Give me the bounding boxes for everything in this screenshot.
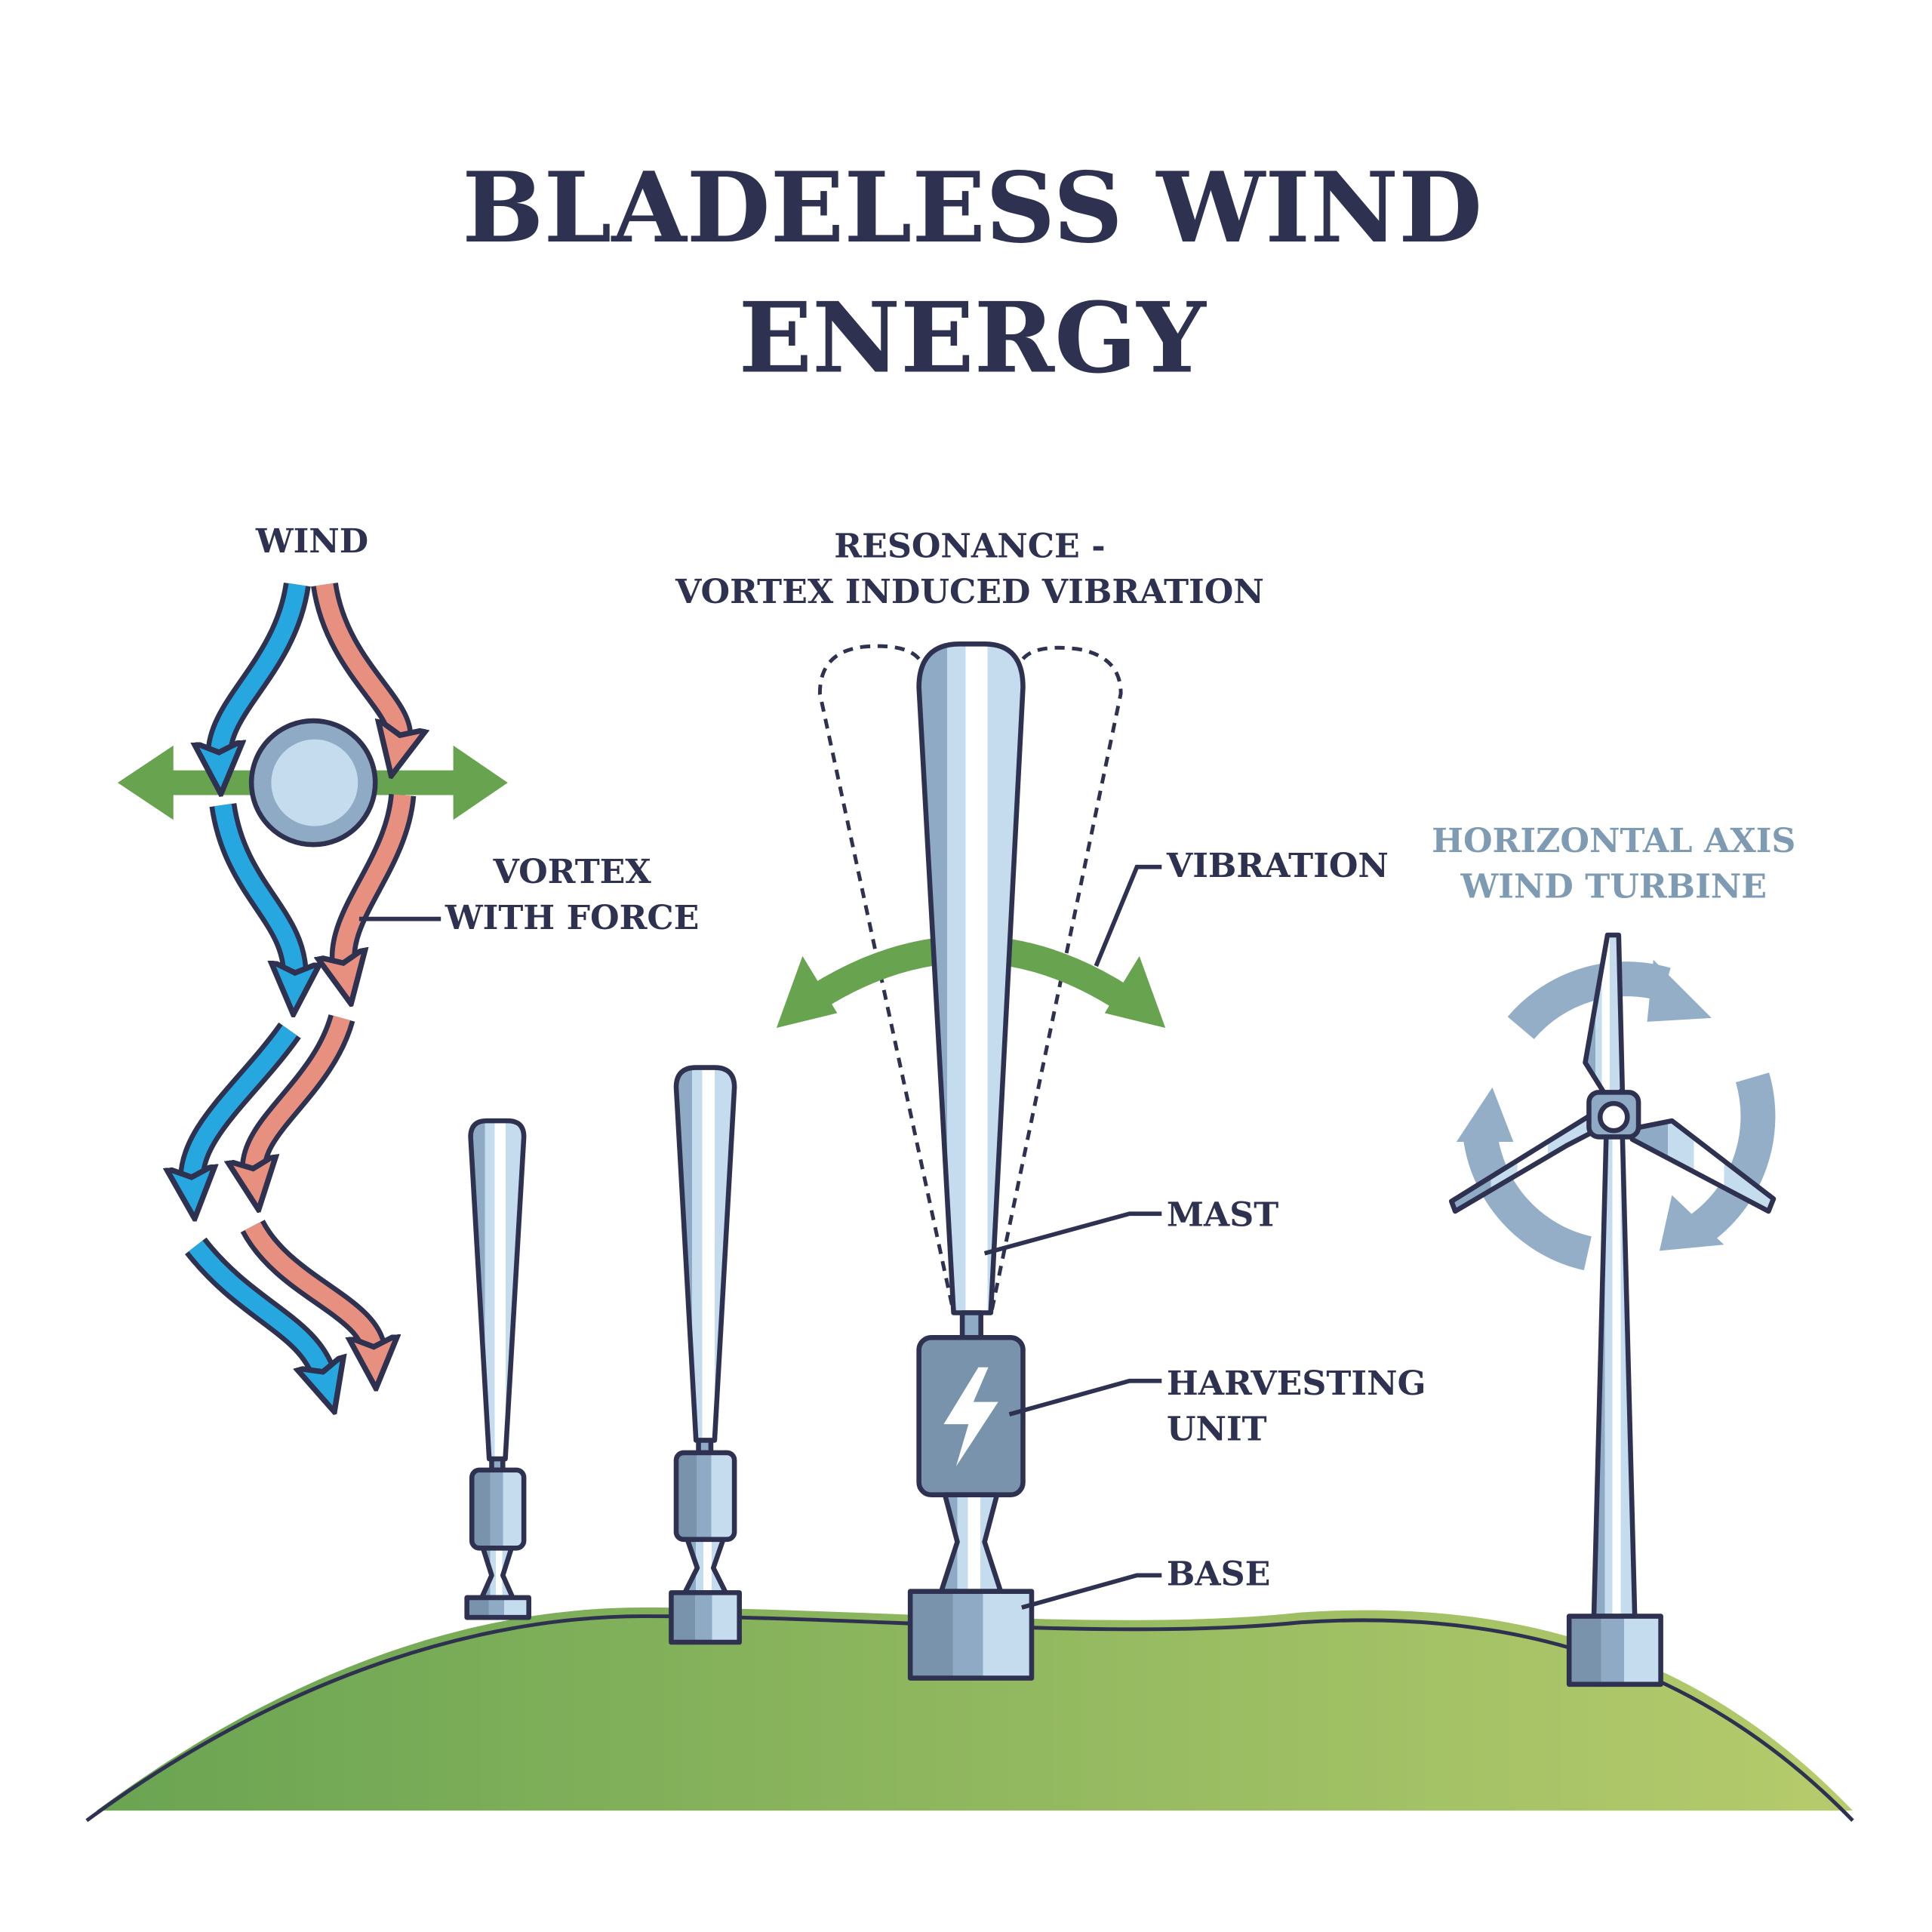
cylinder-cross-section xyxy=(248,718,378,848)
small-bladeless-turbine-1 xyxy=(464,1118,531,1620)
salmon-wind-arrows xyxy=(253,582,403,1352)
resonance-label-line-2: VORTEX INDUCED VIBRATION xyxy=(675,572,1264,611)
rotation-arrows-icon xyxy=(1456,959,1776,1271)
title-line-1: BLADELESS WIND xyxy=(462,152,1482,265)
hawt-label-line-1: HORIZONTAL AXIS xyxy=(1432,821,1795,860)
resonance-label-line-1: RESONANCE - xyxy=(834,526,1105,565)
base-leader-line xyxy=(1021,1573,1162,1610)
hawt-label-line-2: WIND TURBINE xyxy=(1460,867,1767,906)
base xyxy=(907,1589,1035,1681)
vortex-label-line-2: WITH FORCE xyxy=(445,898,700,937)
mast-label: MAST xyxy=(1167,1195,1278,1235)
small-bladeless-turbine-2 xyxy=(669,1065,742,1645)
wind-label: WIND xyxy=(255,521,368,561)
blade-top xyxy=(1583,932,1626,1105)
vortex-label-line-1: VORTEX xyxy=(492,852,651,891)
mast xyxy=(916,641,1026,1315)
horizontal-axis-wind-turbine: HORIZONTAL AXIS WIND TURBINE xyxy=(1432,821,1795,1687)
lightning-bolt-icon xyxy=(943,1367,998,1466)
vibration-leader-line xyxy=(1094,864,1162,968)
harvesting-label-line-1: HARVESTING xyxy=(1167,1364,1426,1403)
title-line-2: ENERGY xyxy=(739,281,1208,395)
hub xyxy=(1597,1100,1630,1134)
harvesting-leader-line xyxy=(1008,1378,1162,1417)
base-label: BASE xyxy=(1167,1555,1271,1594)
mast-leader-line xyxy=(983,1211,1162,1256)
harvesting-label-line-2: UNIT xyxy=(1167,1410,1267,1449)
vortex-flow-diagram: WIND VORTEX WI xyxy=(117,521,700,1377)
vibration-label: VIBRATION xyxy=(1166,846,1389,885)
vibration-outline-right xyxy=(989,645,1123,1316)
blue-wind-arrows xyxy=(192,582,325,1377)
vibration-outline-left xyxy=(817,644,955,1314)
main-bladeless-turbine: RESONANCE - VORTEX INDUCED VIBRATION VIB… xyxy=(675,526,1426,1681)
